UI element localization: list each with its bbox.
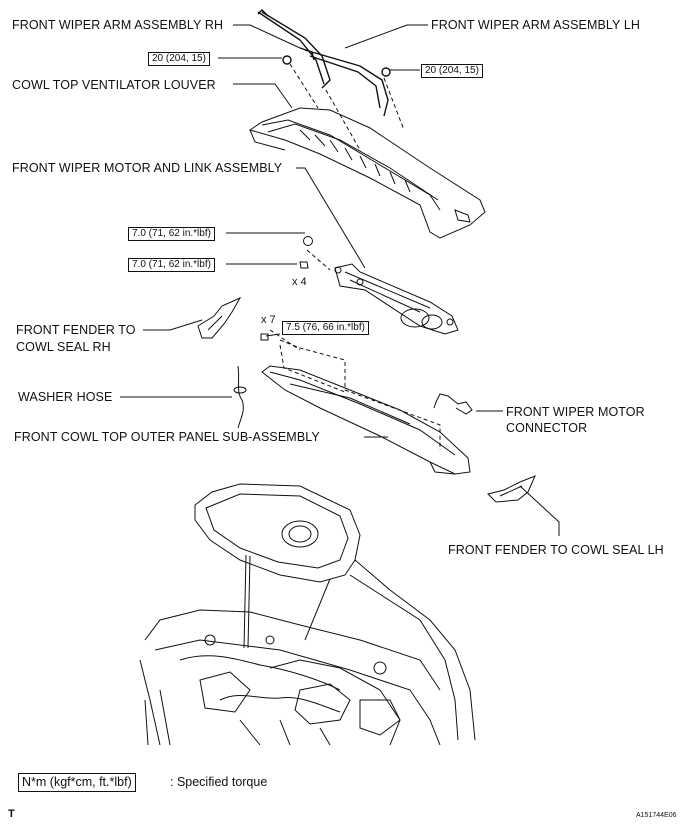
washer-hose: [233, 365, 247, 429]
label-motor-link: FRONT WIPER MOTOR AND LINK ASSEMBLY: [12, 161, 283, 175]
legend-unit-box: N*m (kgf*cm, ft.*lbf): [18, 773, 136, 792]
panel-bolt: [260, 333, 269, 341]
cowl-louver: [248, 107, 486, 239]
cowl-outer-panel: [261, 365, 471, 475]
wiper-arm-rh: [257, 9, 331, 89]
fender-seal-lh: [487, 475, 536, 503]
torque-arm-lh: 20 (204, 15): [421, 64, 483, 78]
legend-description: : Specified torque: [170, 775, 268, 789]
vehicle-front: [139, 483, 476, 746]
leader-lines: [120, 24, 560, 536]
label-fender-seal-rh-2: COWL SEAL RH: [16, 340, 111, 354]
label-wiper-arm-rh: FRONT WIPER ARM ASSEMBLY RH: [12, 18, 224, 32]
label-washer-hose: WASHER HOSE: [18, 390, 113, 404]
motor-fasteners: [299, 236, 313, 269]
wiper-arm-lh: [299, 47, 391, 117]
wiper-motor-link: [334, 263, 459, 335]
torque-motor-nut: 7.0 (71, 62 in.*lbf): [128, 227, 215, 241]
label-motor-connector-1: FRONT WIPER MOTOR: [506, 405, 645, 419]
label-cowl-louver: COWL TOP VENTILATOR LOUVER: [12, 78, 216, 92]
torque-panel-bolt: 7.5 (76, 66 in.*lbf): [282, 321, 369, 335]
fender-seal-rh: [197, 296, 242, 339]
label-fender-seal-rh-1: FRONT FENDER TO: [16, 323, 136, 337]
torque-motor-bolt: 7.0 (71, 62 in.*lbf): [128, 258, 215, 272]
corner-mark: T: [8, 808, 15, 820]
multiplier-panel-bolts: x 7: [261, 314, 276, 326]
motor-connector: [433, 393, 473, 415]
figure-id: A151744E06: [636, 812, 677, 819]
label-motor-connector-2: CONNECTOR: [506, 421, 588, 435]
label-fender-seal-lh: FRONT FENDER TO COWL SEAL LH: [448, 543, 664, 557]
torque-arm-rh: 20 (204, 15): [148, 52, 210, 66]
multiplier-motor-bolts: x 4: [292, 276, 307, 288]
label-wiper-arm-lh: FRONT WIPER ARM ASSEMBLY LH: [431, 18, 640, 32]
label-outer-panel: FRONT COWL TOP OUTER PANEL SUB-ASSEMBLY: [14, 430, 320, 444]
